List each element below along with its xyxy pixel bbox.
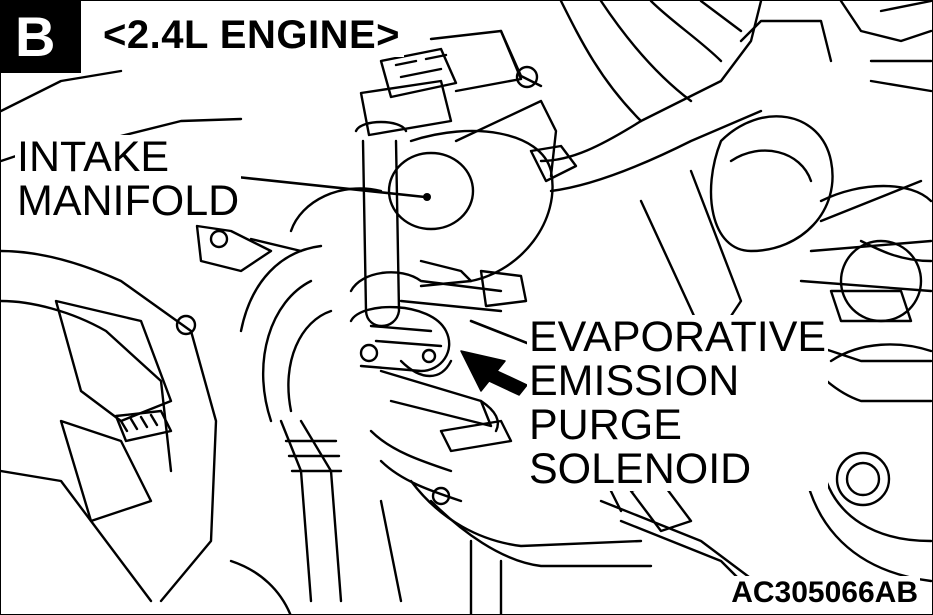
figure-code: AC305066AB (729, 576, 920, 610)
intake-manifold-label-line1: INTAKE (17, 133, 170, 181)
section-letter: B (15, 5, 56, 68)
vertical-hose (354, 120, 408, 328)
bolts (175, 224, 303, 336)
solenoid-assembly (261, 259, 528, 603)
arrow-icon (460, 350, 528, 396)
leader-lines (235, 175, 529, 345)
engine-title: <2.4L ENGINE> (99, 13, 405, 57)
top-connector (359, 29, 543, 137)
large-hose (559, 1, 743, 123)
section-badge: B (1, 1, 81, 73)
right-components (639, 1, 932, 583)
intake-manifold-label-line2: MANIFOLD (17, 177, 240, 225)
purge-solenoid-label-line3: PURGE (529, 401, 682, 449)
intake-manifold-label: INTAKE MANIFOLD (15, 133, 242, 225)
purge-solenoid-label-line4: SOLENOID (529, 445, 752, 493)
purge-solenoid-label: EVAPORATIVE EMISSION PURGE SOLENOID (527, 313, 829, 493)
purge-solenoid-label-line1: EVAPORATIVE (529, 313, 827, 361)
purge-solenoid-label-line2: EMISSION (529, 357, 740, 405)
manifold-body (239, 1, 763, 333)
